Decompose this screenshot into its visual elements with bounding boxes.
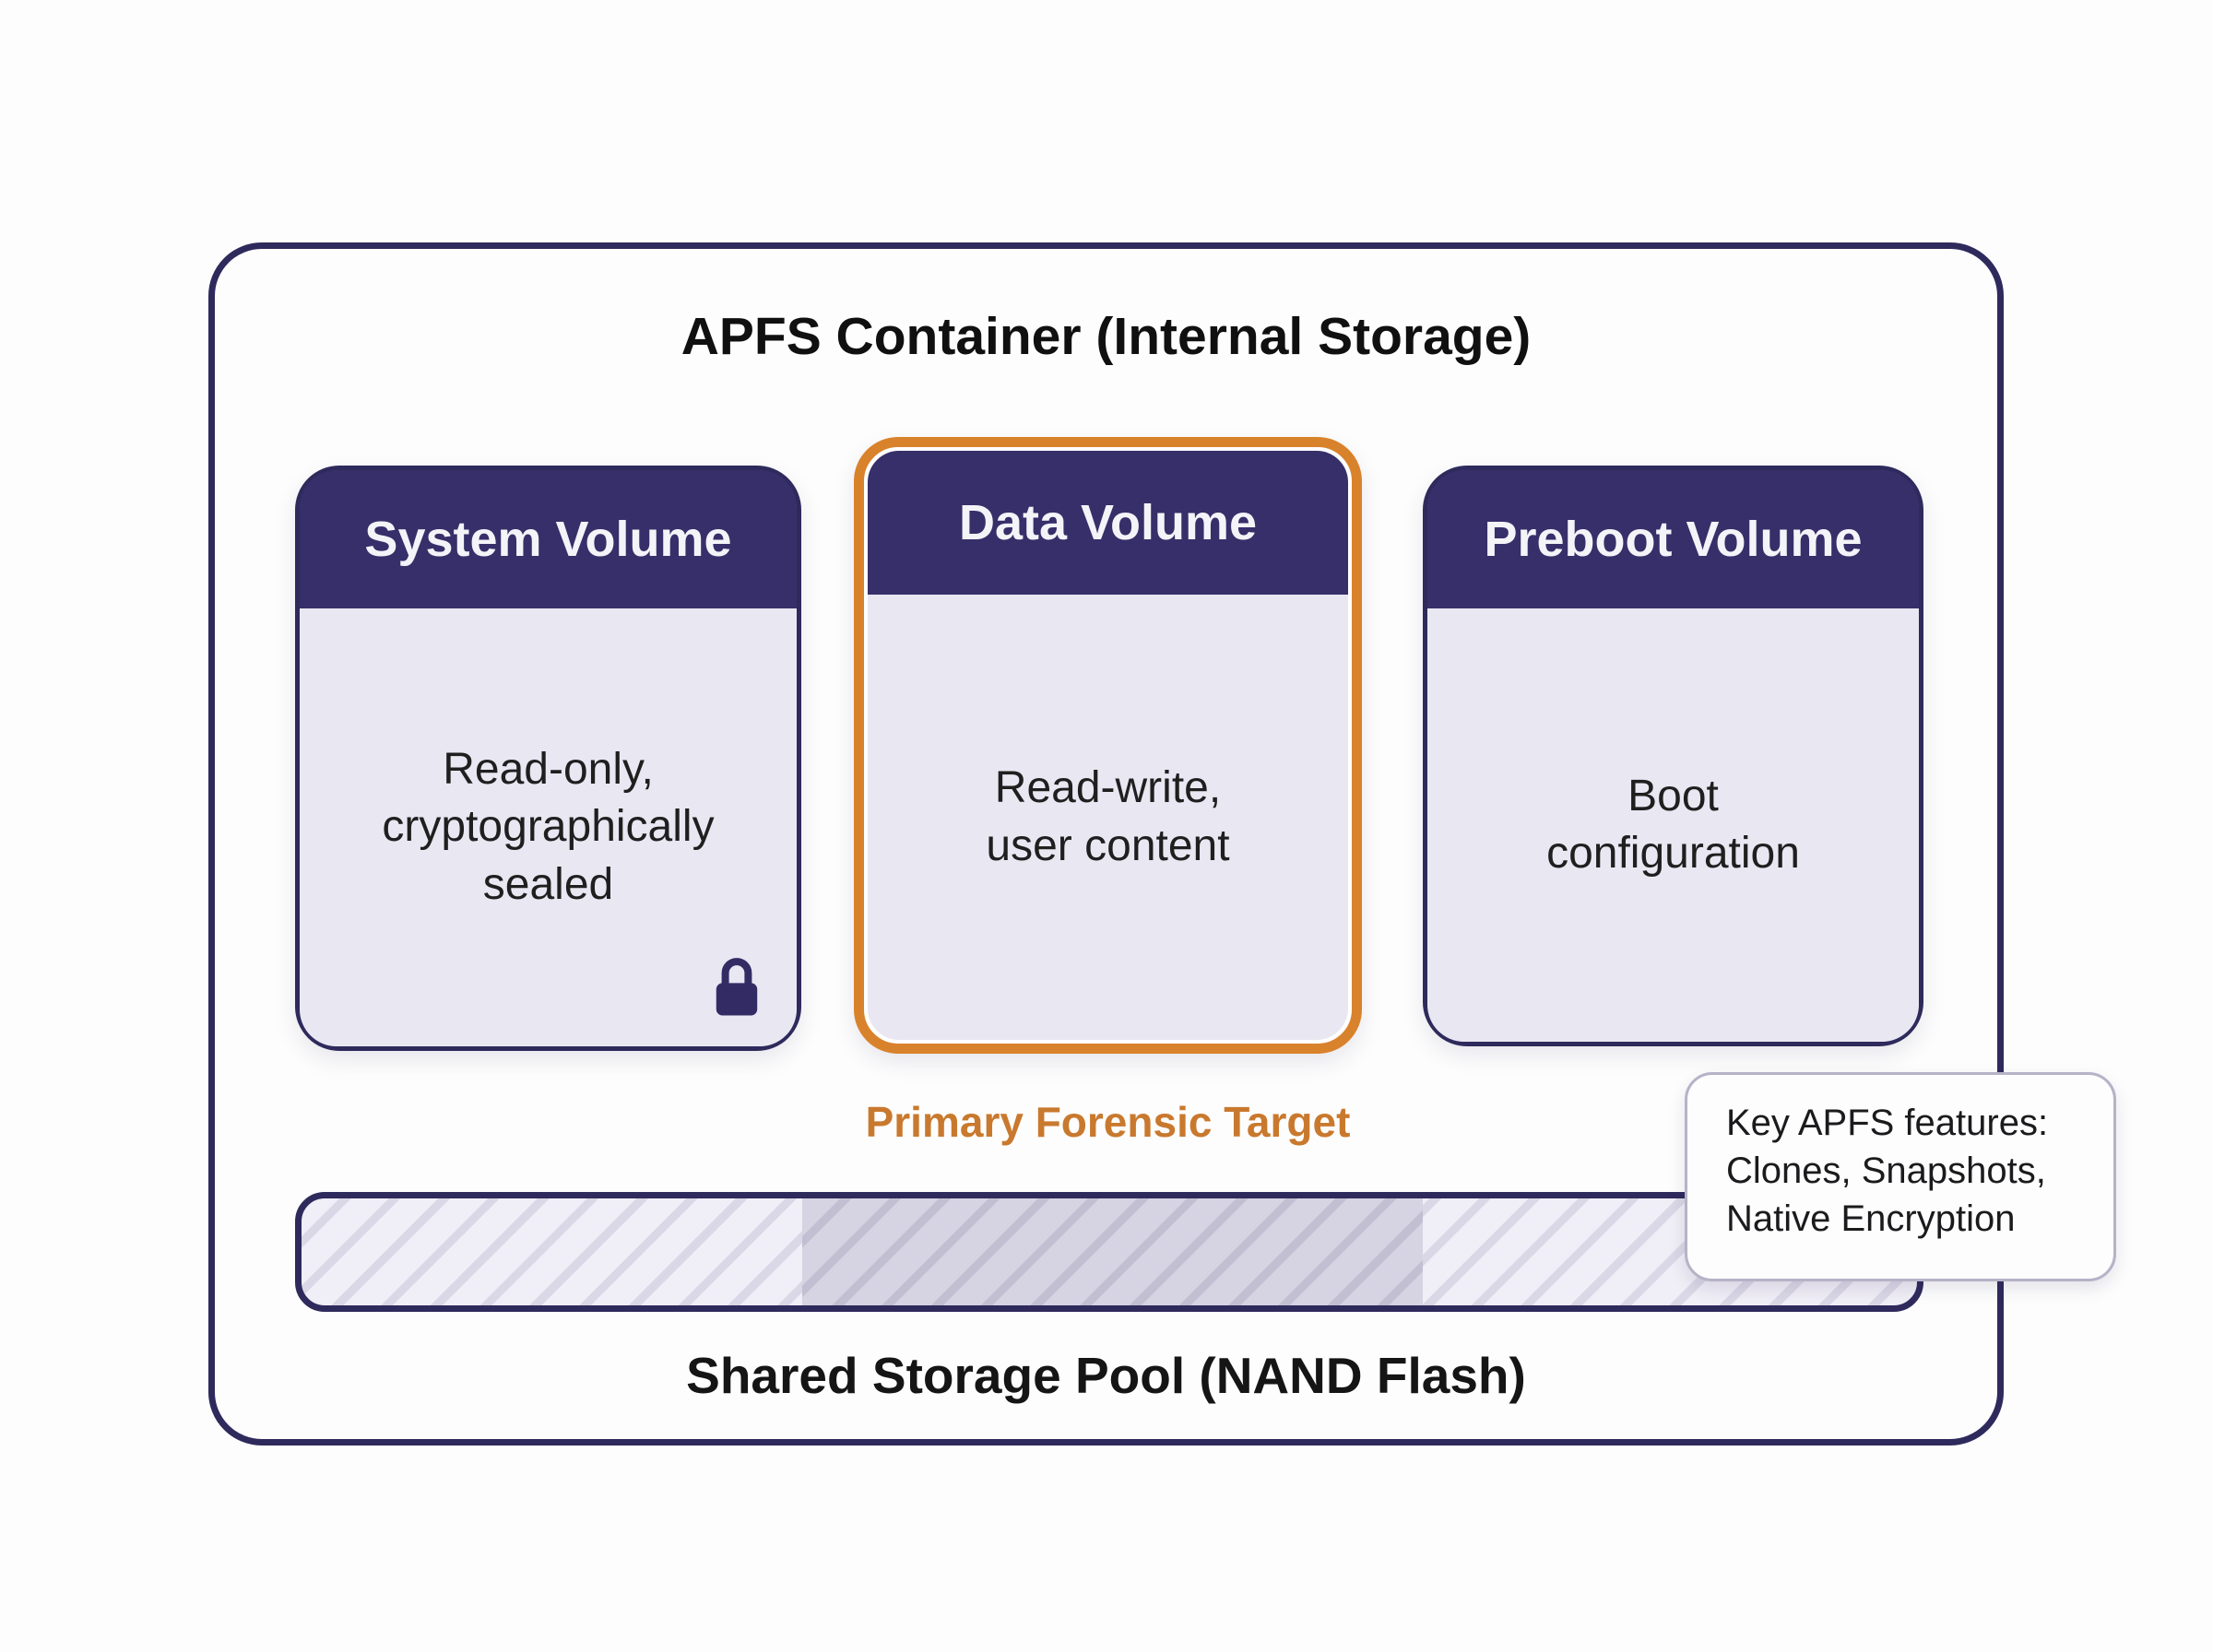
volume-body-preboot: Boot configuration [1427, 608, 1919, 1042]
volume-header-data: Data Volume [868, 451, 1348, 595]
volume-card-preboot: Preboot Volume Boot configuration [1423, 466, 1923, 1046]
storage-pool-label: Shared Storage Pool (NAND Flash) [686, 1347, 1526, 1404]
storage-pool-dark-segment [802, 1198, 1423, 1305]
callout-line: Native Encryption [1726, 1198, 2016, 1239]
volume-desc-line: user content [986, 820, 1230, 870]
volume-card-preboot-inner: Preboot Volume Boot configuration [1427, 470, 1919, 1042]
volume-desc-line: cryptographically [382, 802, 715, 852]
apfs-container-box [208, 242, 2004, 1446]
primary-forensic-target-caption: Primary Forensic Target [865, 1098, 1351, 1146]
volume-header-system: System Volume [300, 470, 797, 608]
volume-desc-line: Read-write, [994, 763, 1222, 813]
volume-card-data: Data Volume Read-write, user content [854, 437, 1362, 1054]
volume-title-data: Data Volume [958, 495, 1258, 550]
apfs-features-callout: Key APFS features: Clones, Snapshots, Na… [1685, 1072, 2116, 1281]
storage-pool-bar [295, 1192, 1923, 1312]
volume-card-system-inner: System Volume Read-only, cryptographical… [300, 470, 797, 1046]
volume-body-system: Read-only, cryptographically sealed [300, 608, 797, 1046]
callout-line: Clones, Snapshots, [1726, 1150, 2046, 1191]
volume-header-preboot: Preboot Volume [1427, 470, 1919, 608]
volume-desc-line: Boot [1627, 771, 1719, 820]
lock-icon [708, 950, 765, 1022]
volume-body-data: Read-write, user content [868, 595, 1348, 1040]
volume-card-data-inner: Data Volume Read-write, user content [868, 451, 1348, 1040]
volume-desc-line: sealed [482, 859, 614, 909]
volume-title-preboot: Preboot Volume [1484, 512, 1863, 567]
diagram-title: APFS Container (Internal Storage) [680, 307, 1532, 366]
volume-desc-line: Read-only, [443, 744, 654, 794]
volume-desc-line: configuration [1546, 829, 1800, 878]
callout-line: Key APFS features: [1726, 1103, 2049, 1143]
volume-card-system: System Volume Read-only, cryptographical… [295, 466, 801, 1051]
volume-title-system: System Volume [364, 512, 732, 567]
